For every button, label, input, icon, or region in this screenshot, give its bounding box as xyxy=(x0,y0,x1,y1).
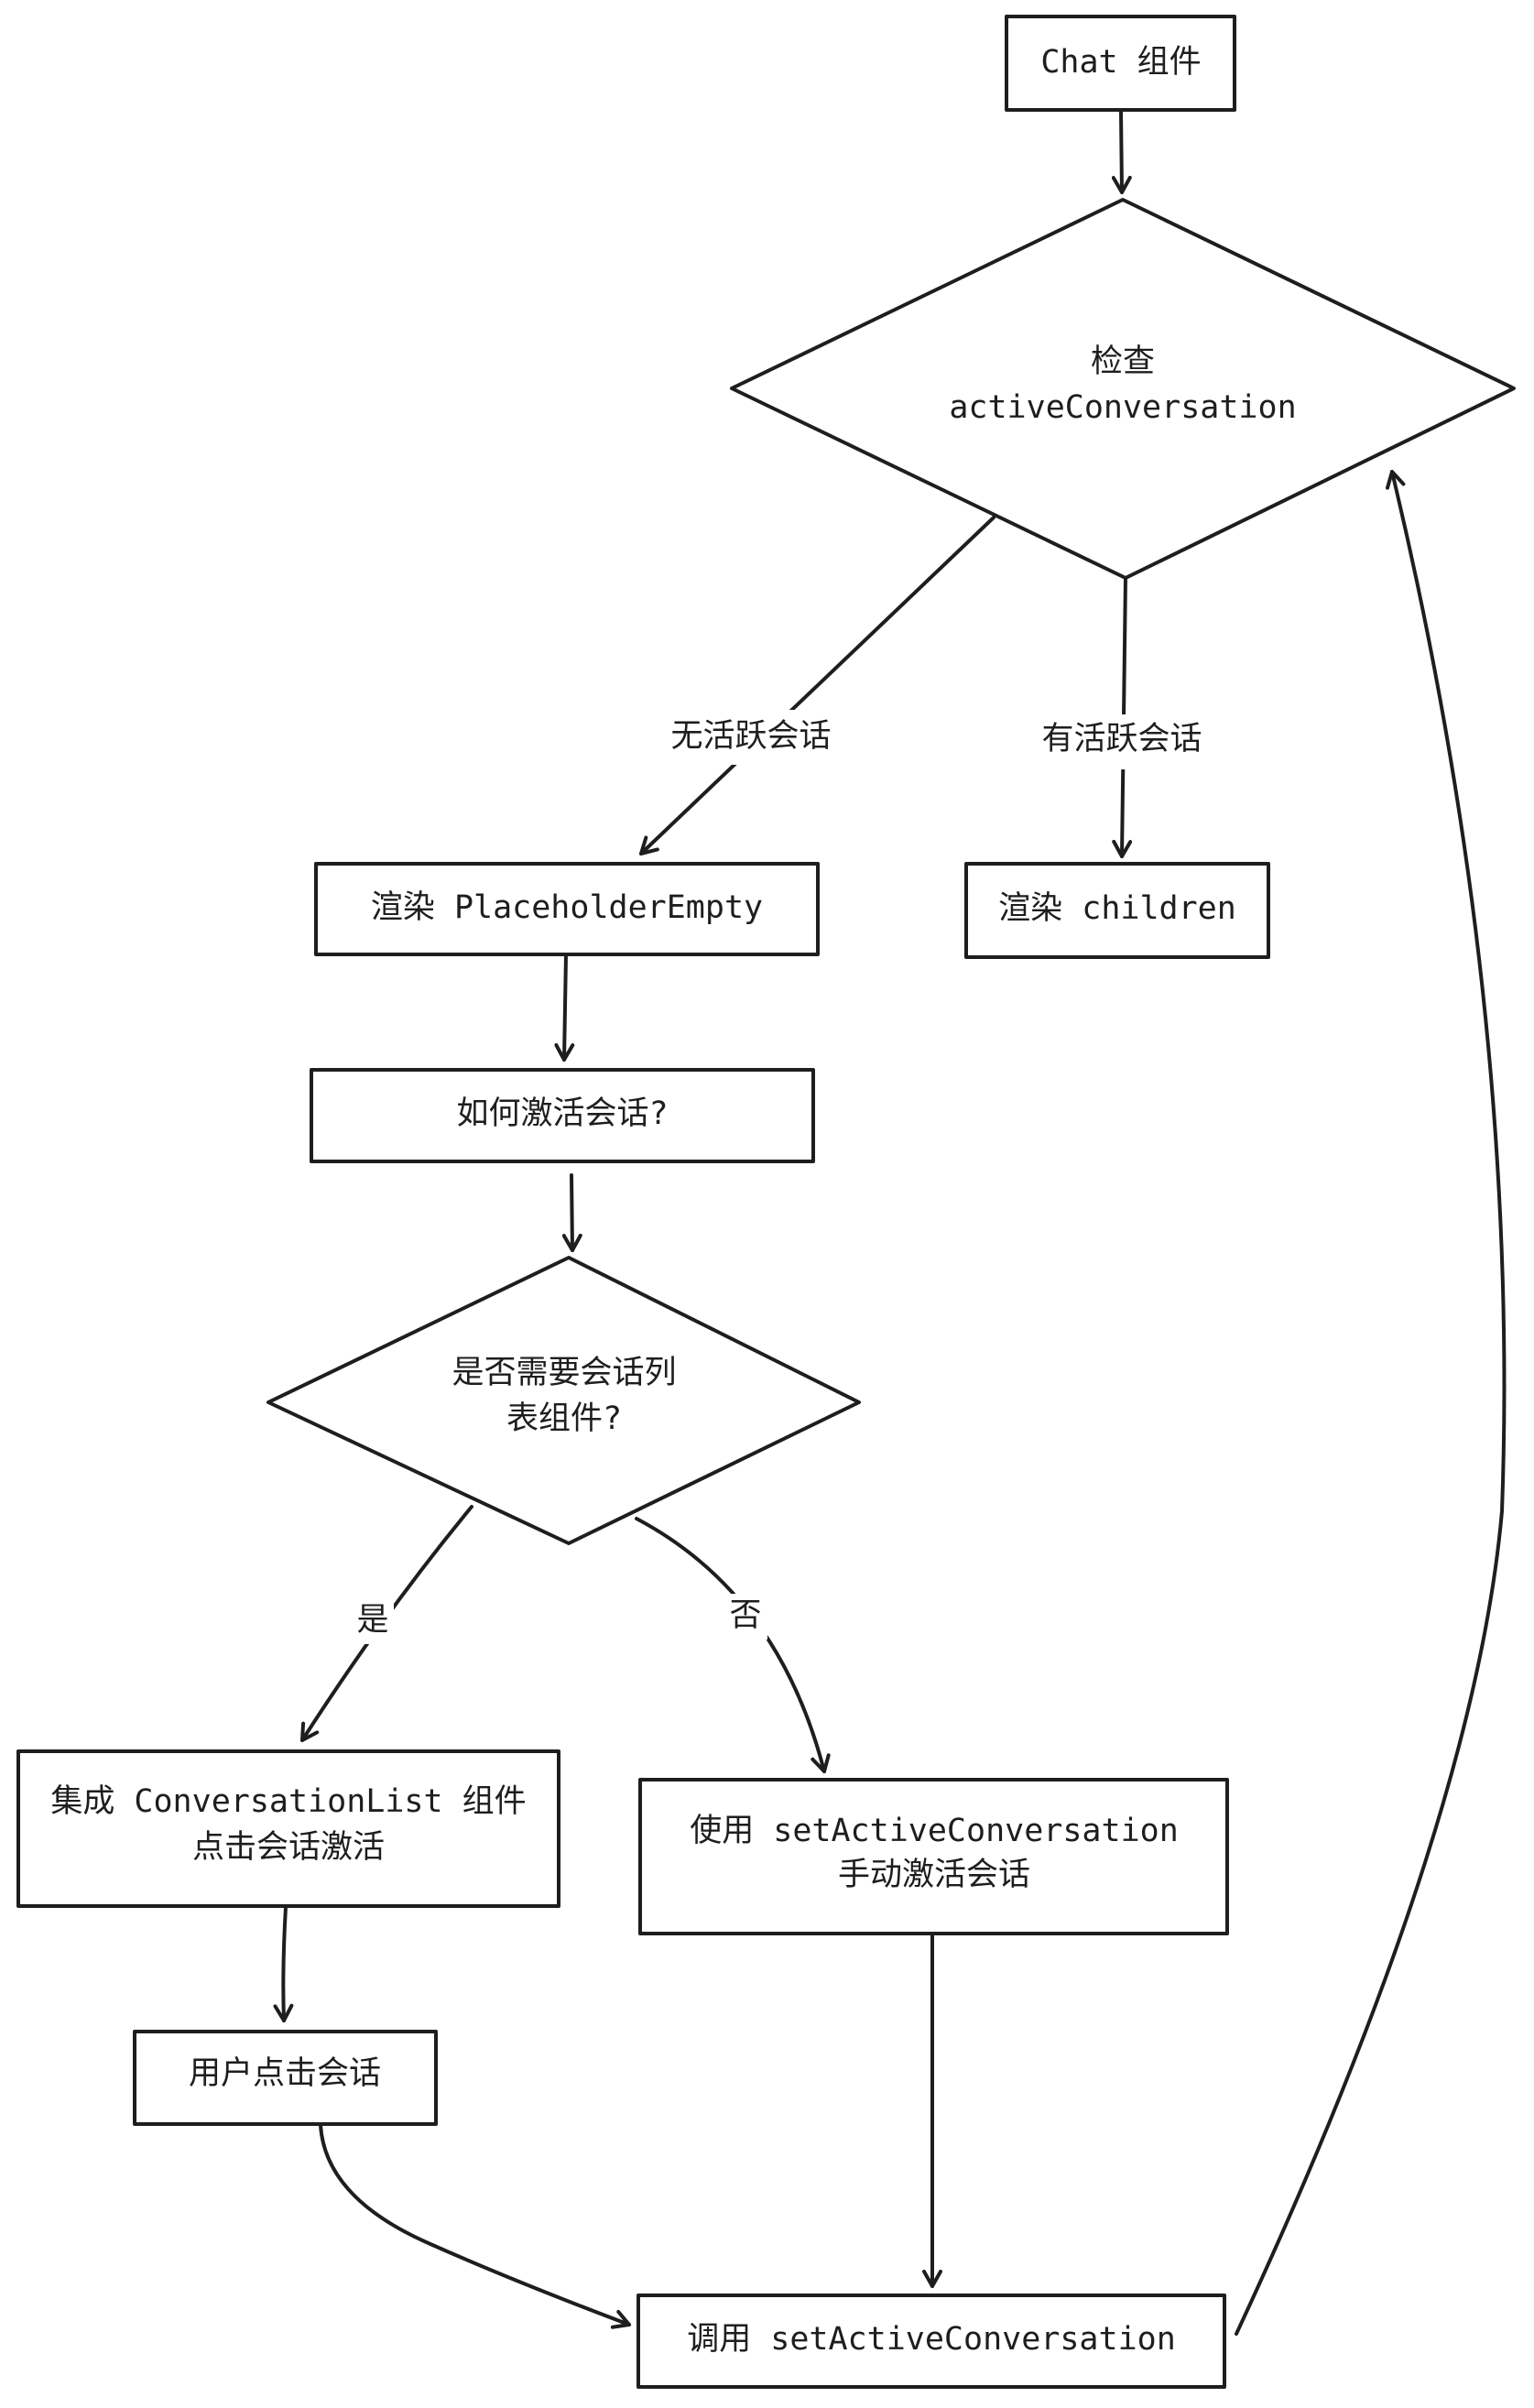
edge-needlist-to-manual xyxy=(635,1517,831,1773)
edge-label-yes: 是 xyxy=(356,1602,388,1639)
edge-check-to-placeholder xyxy=(639,516,995,855)
node-render-children[interactable]: 渲染 children xyxy=(964,862,1270,959)
edge-label-has-active: 有活跃会话 xyxy=(1041,721,1202,757)
node-check-active-conversation[interactable]: 检查 activeConversation xyxy=(730,198,1516,580)
edge-label-no: 否 xyxy=(729,1597,761,1634)
node-label: 渲染 children xyxy=(998,890,1236,927)
edge-userclick-to-call xyxy=(319,2123,631,2329)
node-label: 用户点击会话 xyxy=(189,2055,381,2092)
edge-call-to-check xyxy=(1235,470,1507,2336)
node-label-line-2: 表组件? xyxy=(506,1400,622,1437)
node-label-line-1: 集成 ConversationList 组件 xyxy=(50,1783,526,1820)
node-label-line-1: 是否需要会话列 xyxy=(451,1355,676,1391)
node-need-conversation-list[interactable]: 是否需要会话列 表组件? xyxy=(267,1256,861,1545)
node-user-click-conversation[interactable]: 用户点击会话 xyxy=(133,2030,438,2126)
edge-chat-to-check xyxy=(1111,109,1132,194)
node-label: 调用 setActiveConversation xyxy=(687,2321,1176,2358)
node-label: Chat 组件 xyxy=(1040,44,1201,81)
node-label-line-2: activeConversation xyxy=(949,389,1296,426)
node-label-line-1: 检查 xyxy=(1091,343,1155,380)
node-render-placeholder-empty[interactable]: 渲染 PlaceholderEmpty xyxy=(314,862,820,956)
node-call-set-active[interactable]: 调用 setActiveConversation xyxy=(636,2294,1226,2389)
node-label: 渲染 PlaceholderEmpty xyxy=(371,889,763,926)
edge-labels: 无活跃会话 有活跃会话 是 否 xyxy=(348,710,1218,1644)
node-manual-set-active[interactable]: 使用 setActiveConversation 手动激活会话 xyxy=(638,1778,1229,1935)
edge-label-no-active: 无活跃会话 xyxy=(670,718,831,755)
edge-howto-to-needlist xyxy=(561,1173,582,1252)
node-integrate-conversation-list[interactable]: 集成 ConversationList 组件 点击会话激活 xyxy=(16,1749,560,1908)
edge-placeholder-to-howto xyxy=(554,953,575,1062)
edge-integrate-to-userclick xyxy=(273,1905,294,2022)
node-chat[interactable]: Chat 组件 xyxy=(1005,15,1236,112)
node-label-line-2: 手动激活会话 xyxy=(838,1857,1030,1893)
node-label-line-2: 点击会话激活 xyxy=(192,1829,385,1866)
node-how-to-activate[interactable]: 如何激活会话? xyxy=(310,1068,815,1163)
node-label: 如何激活会话? xyxy=(456,1095,668,1132)
node-label-line-1: 使用 setActiveConversation xyxy=(690,1813,1179,1849)
